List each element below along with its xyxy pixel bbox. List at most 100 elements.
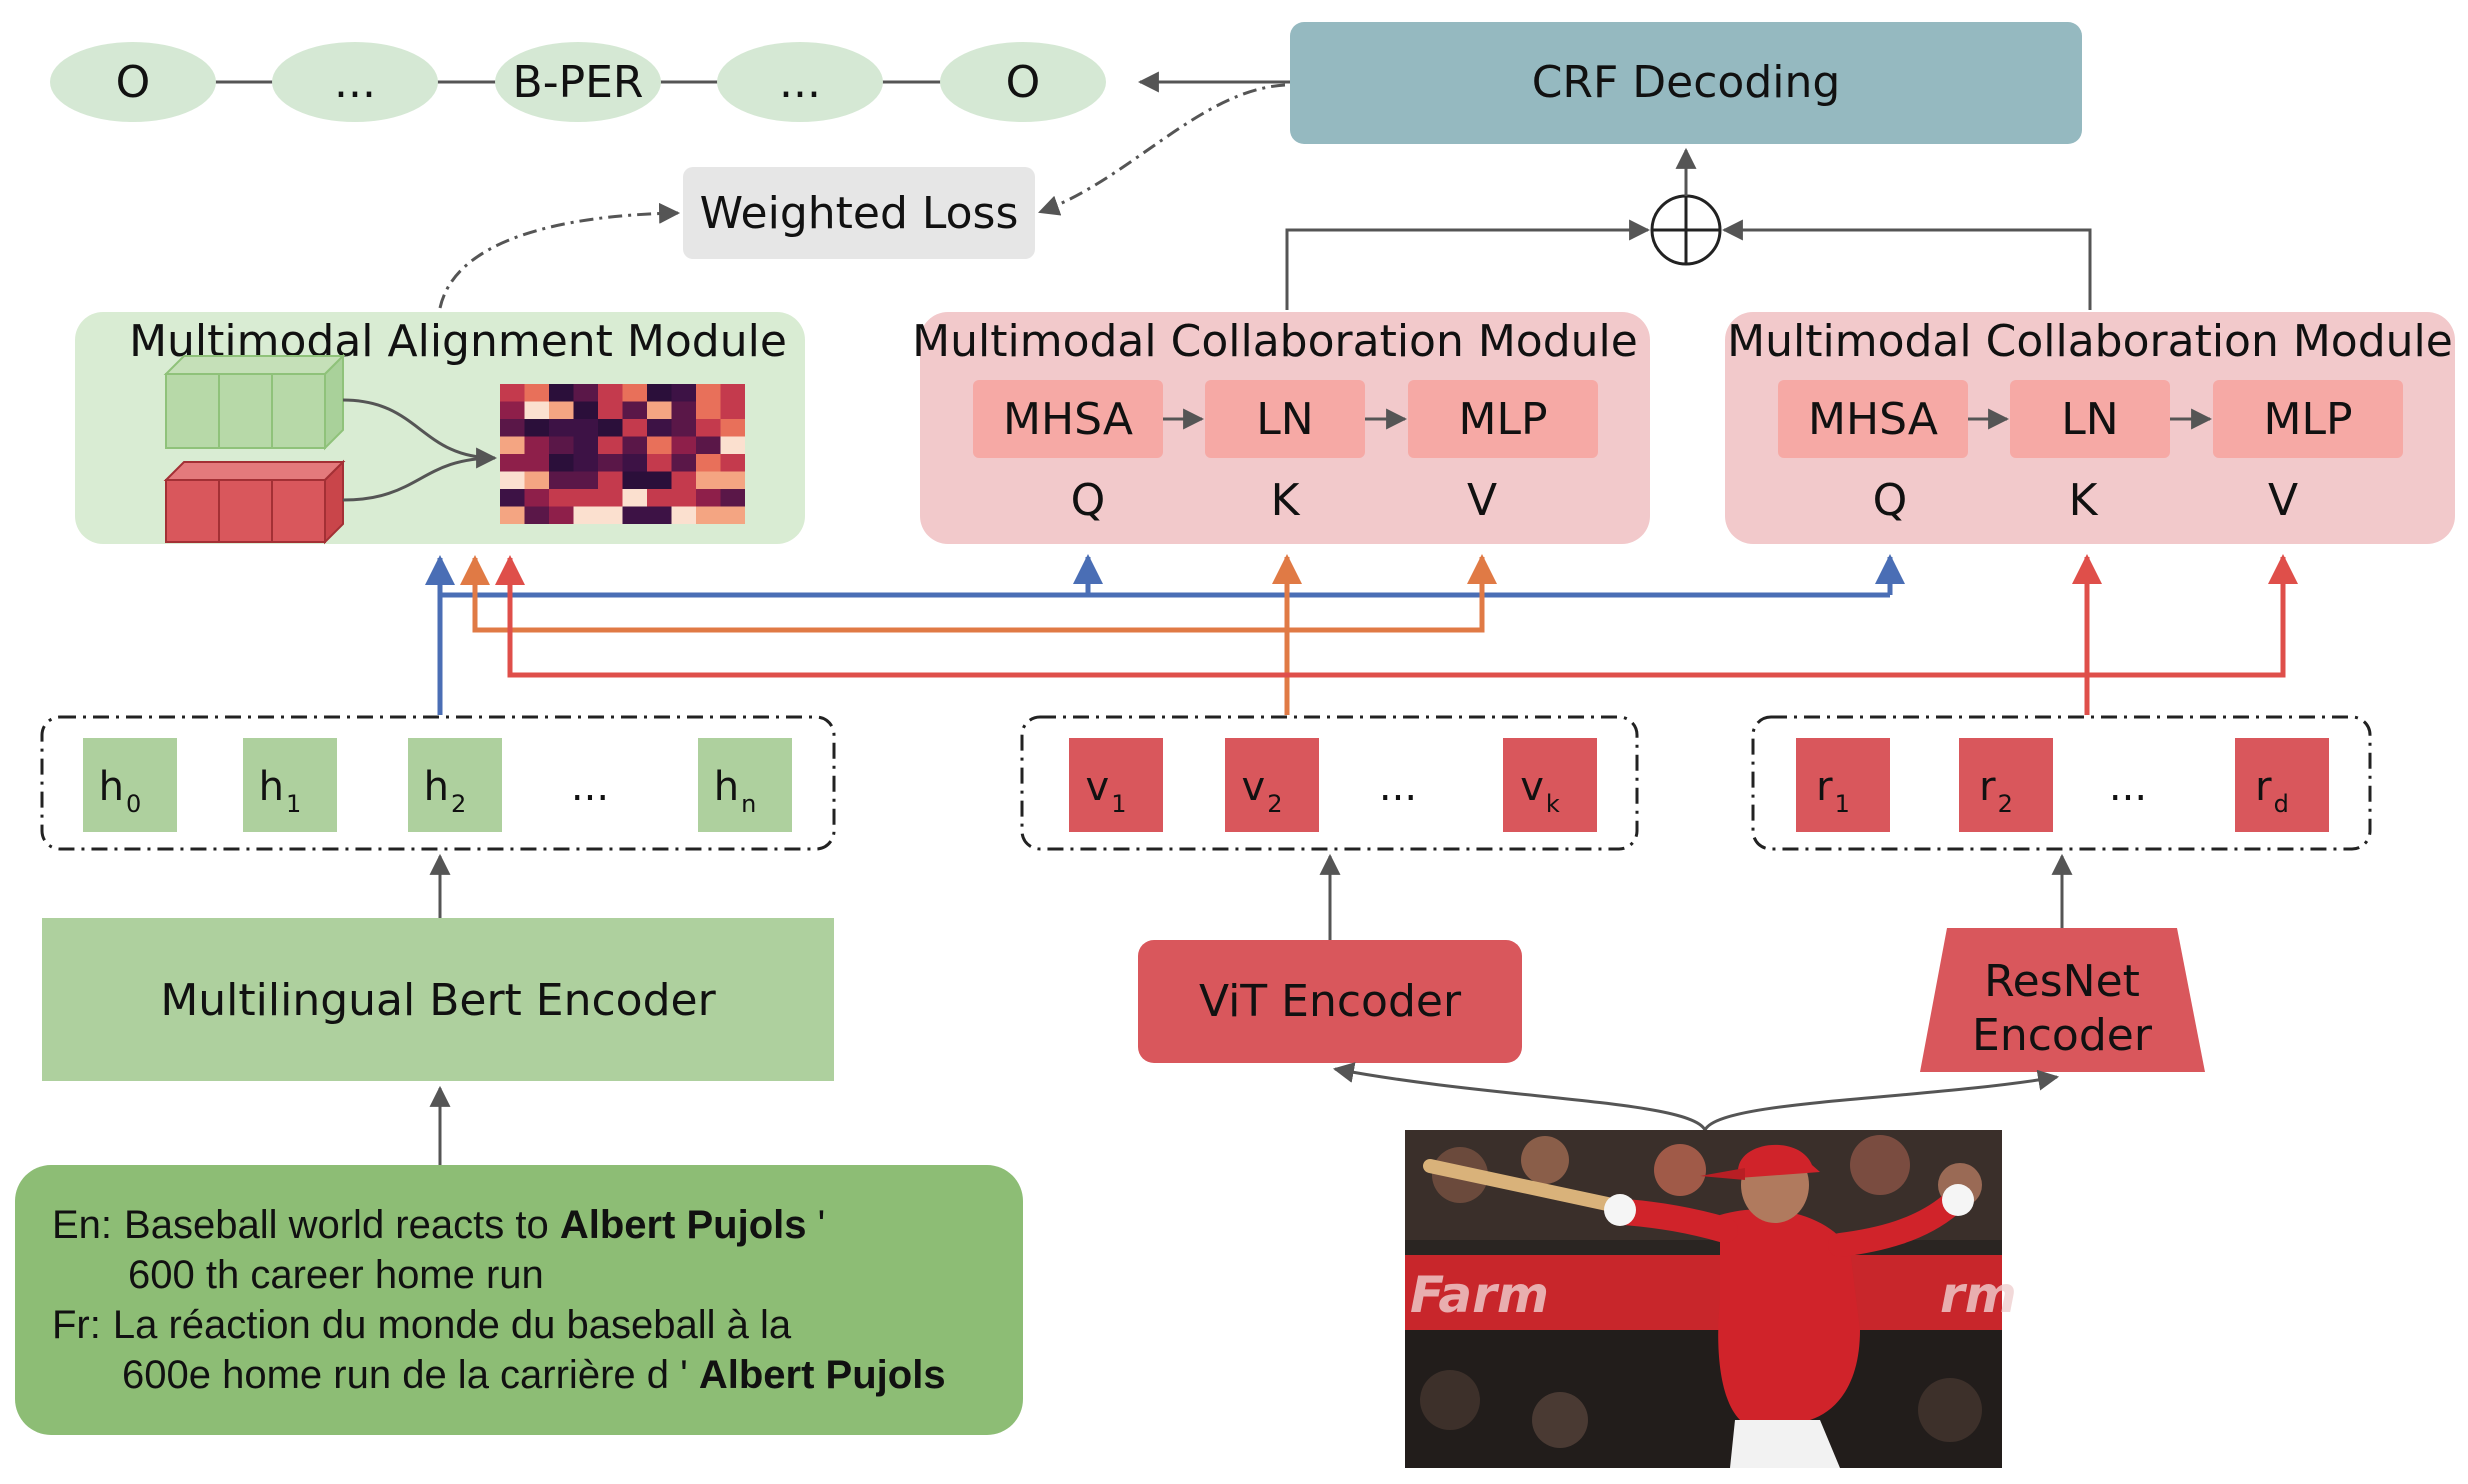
heatmap-cell [598,489,623,507]
alignment-to-loss-dashed-arrow [438,202,681,309]
heatmap-cell [720,384,745,402]
heatmap-cell [500,471,525,489]
input-sentence-en-line2: 600 th career home run [128,1253,544,1297]
input-sentence-fr-line1: Fr:La réaction du monde du baseball à la [52,1303,792,1347]
heatmap-cell [573,506,598,524]
value-label: V [1467,475,1497,526]
heatmap-cell [549,401,574,419]
heatmap-cell [720,454,745,472]
query-label: Q [1873,475,1908,526]
query-label: Q [1071,475,1106,526]
heatmap-cell [622,506,647,524]
heatmap-cell [500,506,525,524]
collaboration-module-title: Multimodal Collaboration Module [1727,316,2453,367]
token-ellipsis: ... [2109,764,2147,810]
heatmap-cell [573,419,598,437]
ln-label: LN [1256,394,1313,445]
heatmap-cell [720,419,745,437]
input-sentence-box: En:Baseball world reacts to Albert Pujol… [15,1165,1023,1435]
mhsa-block: MHSA [973,380,1163,458]
heatmap-cell [500,436,525,454]
heatmap-cell [671,506,696,524]
heatmap-cell [647,506,672,524]
heatmap-cell [598,471,623,489]
text-embedding-cubes [163,353,346,451]
output-tag: ... [272,42,438,122]
baseball-player-photo: Farm rm [1405,1130,2017,1468]
heatmap-cell [524,436,549,454]
output-tag-label: ... [779,57,821,108]
heatmap-cell [720,401,745,419]
output-tag-label: O [116,57,151,108]
image-to-vit-arrow [1332,1062,1707,1131]
weighted-loss-label: Weighted Loss [700,188,1019,239]
token-subscript: 1 [286,790,301,818]
heatmap-cell [524,471,549,489]
heatmap-cell [671,384,696,402]
output-tag: B-PER [495,42,661,122]
heatmap-cell [598,401,623,419]
resnet-encoder-box: ResNet Encoder [1920,928,2205,1072]
token-subscript: d [2274,790,2289,818]
green-to-heatmap-arrow [342,398,498,469]
heatmap-cell [647,419,672,437]
heatmap-cell [598,436,623,454]
mhsa-block: MHSA [1778,380,1968,458]
heatmap-cell [524,401,549,419]
token-subscript: 1 [1835,790,1850,818]
resnet-encoder-label-line1: ResNet [1984,956,2140,1007]
token-cell: vk [1503,738,1597,832]
orange-bus [460,554,1497,633]
heatmap-cell [647,471,672,489]
mlp-label: MLP [2263,394,2352,445]
heatmap-cell [696,506,721,524]
resnet-encoder-label-line2: Encoder [1972,1010,2153,1061]
heatmap-cell [720,471,745,489]
token-ellipsis: ... [1379,764,1417,810]
heatmap-cell [622,471,647,489]
heatmap-cell [500,454,525,472]
token-ellipsis: ... [571,764,609,810]
heatmap-cell [622,454,647,472]
image-to-resnet-arrow [1703,1069,2060,1131]
token-label: v2 [1242,764,1283,818]
fusion-add-icon [1650,194,1722,266]
token-subscript: 2 [451,790,466,818]
heatmap-cell [549,489,574,507]
heatmap-cell [500,419,525,437]
token-cell: h1 [243,738,337,832]
token-cell: r2 [1959,738,2053,832]
heatmap-cell [524,419,549,437]
heatmap-cell [647,489,672,507]
heatmap-cell [573,384,598,402]
heatmap-cell [573,471,598,489]
heatmap-cell [696,401,721,419]
key-label: K [2069,475,2099,526]
output-tag: O [50,42,216,122]
token-cell: hn [698,738,792,832]
output-tag-label: B-PER [513,57,644,108]
output-tag: ... [717,42,883,122]
heatmap-cell [573,401,598,419]
heatmap-cell [622,489,647,507]
photo-banner-right-text: rm [1940,1266,2017,1324]
heatmap-cell [696,419,721,437]
mlp-label: MLP [1458,394,1547,445]
heatmap-cell [622,436,647,454]
heatmap-cell [598,506,623,524]
heatmap-cell [696,384,721,402]
input-sentence-en-line1: En:Baseball world reacts to Albert Pujol… [52,1203,825,1247]
heatmap-cell [524,489,549,507]
heatmap-cell [696,489,721,507]
heatmap-cell [671,471,696,489]
crf-to-loss-dashed-arrow [1038,83,1286,216]
token-cell: rd [2235,738,2329,832]
mlp-block: MLP [2213,380,2403,458]
heatmap-cell [500,489,525,507]
output-tag-sequence: O ... B-PER ... O [50,42,1106,122]
heatmap-cell [696,436,721,454]
heatmap-cell [647,384,672,402]
